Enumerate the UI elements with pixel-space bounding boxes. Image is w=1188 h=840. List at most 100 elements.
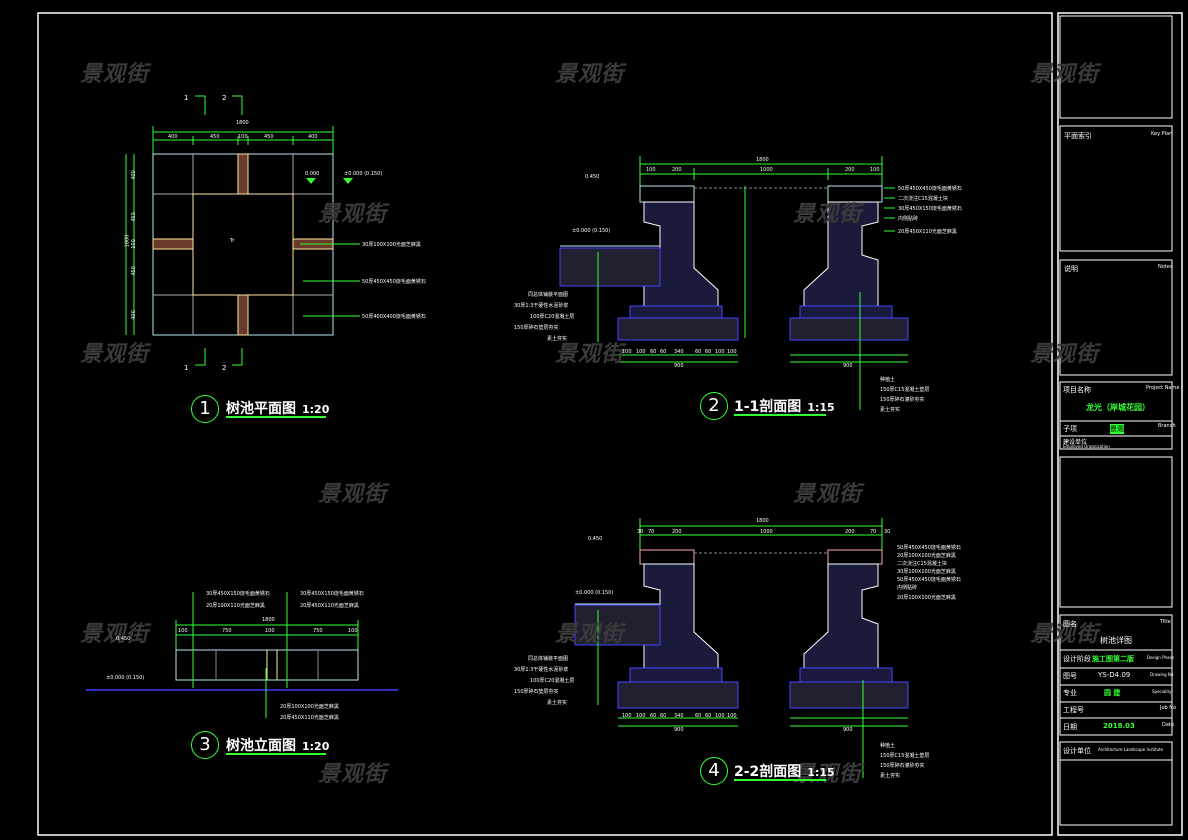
material-note: 50厚450X450烧毛面黄锈石 xyxy=(898,186,962,192)
dim: 100 xyxy=(622,349,632,355)
material-note: 50厚450X450烧毛面黄锈石 xyxy=(897,545,961,551)
notes-box xyxy=(1059,259,1173,376)
dim: 340 xyxy=(674,713,684,719)
material-note: 同总体铺装平面图 xyxy=(528,656,569,662)
key-plan-en: Key Plan xyxy=(1151,131,1173,137)
watermark: 景观街 xyxy=(555,62,625,87)
dim-total: 1800 xyxy=(262,617,275,623)
tree-pit-elevation xyxy=(86,592,398,718)
watermark: 景观街 xyxy=(80,342,150,367)
date-value: 2018.03 xyxy=(1103,722,1135,730)
dim: 60 xyxy=(650,349,657,355)
design-phase-label: 设计阶段 xyxy=(1063,655,1091,663)
elevation-label: ±0.000 (0.150) xyxy=(344,171,383,177)
discipline-value: 园 建 xyxy=(1104,689,1121,697)
drawing-info-box xyxy=(1059,614,1173,736)
material-note: 30厚1:3干硬性水泥砂浆 xyxy=(514,303,569,309)
title-underline xyxy=(226,416,326,418)
sub-item-en: Branch xyxy=(1158,423,1176,429)
dim: 60 xyxy=(695,349,702,355)
material-note: 素土夯实 xyxy=(880,407,901,413)
center-label: Tr xyxy=(230,238,235,244)
dim-total: 900 xyxy=(843,727,853,733)
key-plan-label: 平面索引 xyxy=(1064,132,1092,140)
title-box-top xyxy=(1059,15,1173,119)
material-note: 100厚C20混凝土层 xyxy=(530,314,575,320)
watermark: 景观街 xyxy=(318,762,388,787)
design-unit-label: 建设单位 xyxy=(1063,439,1088,446)
dim: 100 xyxy=(265,628,275,634)
material-note: 种植土 xyxy=(880,377,896,383)
key-plan-box xyxy=(1059,125,1173,252)
watermark: 景观街 xyxy=(793,482,863,507)
material-note: 素土夯实 xyxy=(547,700,568,706)
section-mark: 1 xyxy=(184,364,189,372)
elevation-marker xyxy=(306,178,316,184)
material-note: 内侧贴砖 xyxy=(897,585,918,591)
dim: 340 xyxy=(674,349,684,355)
dim: 200 xyxy=(845,167,855,173)
material-note: 同总体铺装平面图 xyxy=(528,292,569,298)
material-note: 素土夯实 xyxy=(880,773,901,779)
material-note: 150厚碎石灌砂夯实 xyxy=(880,397,925,403)
dim: 100 xyxy=(715,349,725,355)
notes-label: 说明 xyxy=(1064,265,1078,273)
project-name-value: 龙光（岸城花园） xyxy=(1086,403,1150,412)
material-note: 150厚碎石灌砂夯实 xyxy=(880,763,925,769)
material-note: 内侧贴砖 xyxy=(898,216,919,222)
material-note: 20厚450X110光面芝麻黑 xyxy=(300,603,359,609)
dim: 100 xyxy=(870,167,880,173)
material-note: 种植土 xyxy=(880,743,896,749)
dim: 70 xyxy=(648,529,655,535)
dim: 450 xyxy=(210,134,220,140)
watermark: 景观街 xyxy=(555,622,625,647)
dim: 60 xyxy=(705,349,712,355)
section-mark: 2 xyxy=(222,94,227,102)
dim: 1000 xyxy=(760,167,773,173)
elevation-label: 0.450 xyxy=(116,636,131,642)
dim: 400 xyxy=(130,170,137,180)
material-note: 20厚100X100光面芝麻黑 xyxy=(280,704,339,710)
dim: 100 xyxy=(636,713,646,719)
tree-pit-plan xyxy=(125,95,360,366)
dim: 1000 xyxy=(760,529,773,535)
drawing-title-en: Title xyxy=(1160,619,1171,625)
drawing-no-value: YS-D4.09 xyxy=(1098,671,1131,679)
discipline-label: 专业 xyxy=(1063,689,1077,697)
drawing-no-en: Drawing No xyxy=(1150,672,1174,677)
drawing-number-circle: 2 xyxy=(700,392,728,420)
dim-total: 1800 xyxy=(756,518,769,524)
material-note: 30厚450X150烧毛面黄锈石 xyxy=(206,591,270,597)
dim-total: 1800 xyxy=(124,234,131,248)
material-note: 30厚1:3干硬性水泥砂浆 xyxy=(514,667,569,673)
company-label: 设计单位 xyxy=(1063,747,1091,755)
job-no-label: 工程号 xyxy=(1063,706,1084,714)
watermark: 景观街 xyxy=(793,202,863,227)
dim: 30 xyxy=(637,529,644,535)
drawing-number-circle: 4 xyxy=(700,757,728,785)
dim: 100 xyxy=(348,628,358,634)
paving-strip-top xyxy=(237,153,249,195)
dim: 450 xyxy=(264,134,274,140)
watermark: 景观街 xyxy=(318,482,388,507)
dim: 100 xyxy=(727,713,737,719)
material-note: 20厚450X110光面芝麻黑 xyxy=(280,715,339,721)
notes-en: Notes xyxy=(1158,264,1173,270)
dim: 450 xyxy=(130,266,137,276)
material-note: 20厚100X100光面芝麻黑 xyxy=(897,553,956,559)
elevation-label: ±0.000 (0.150) xyxy=(106,675,145,681)
material-note: 100厚C20混凝土层 xyxy=(530,678,575,684)
date-en: Date xyxy=(1162,722,1174,728)
section-1-1 xyxy=(559,156,909,410)
dim-total: 1800 xyxy=(236,120,249,126)
date-label: 日期 xyxy=(1063,723,1077,731)
dim: 100 xyxy=(238,134,248,140)
dim: 100 xyxy=(727,349,737,355)
discipline-en: Speciality xyxy=(1152,689,1172,694)
title-underline xyxy=(734,414,826,416)
watermark: 景观街 xyxy=(318,202,388,227)
dim: 60 xyxy=(660,713,667,719)
